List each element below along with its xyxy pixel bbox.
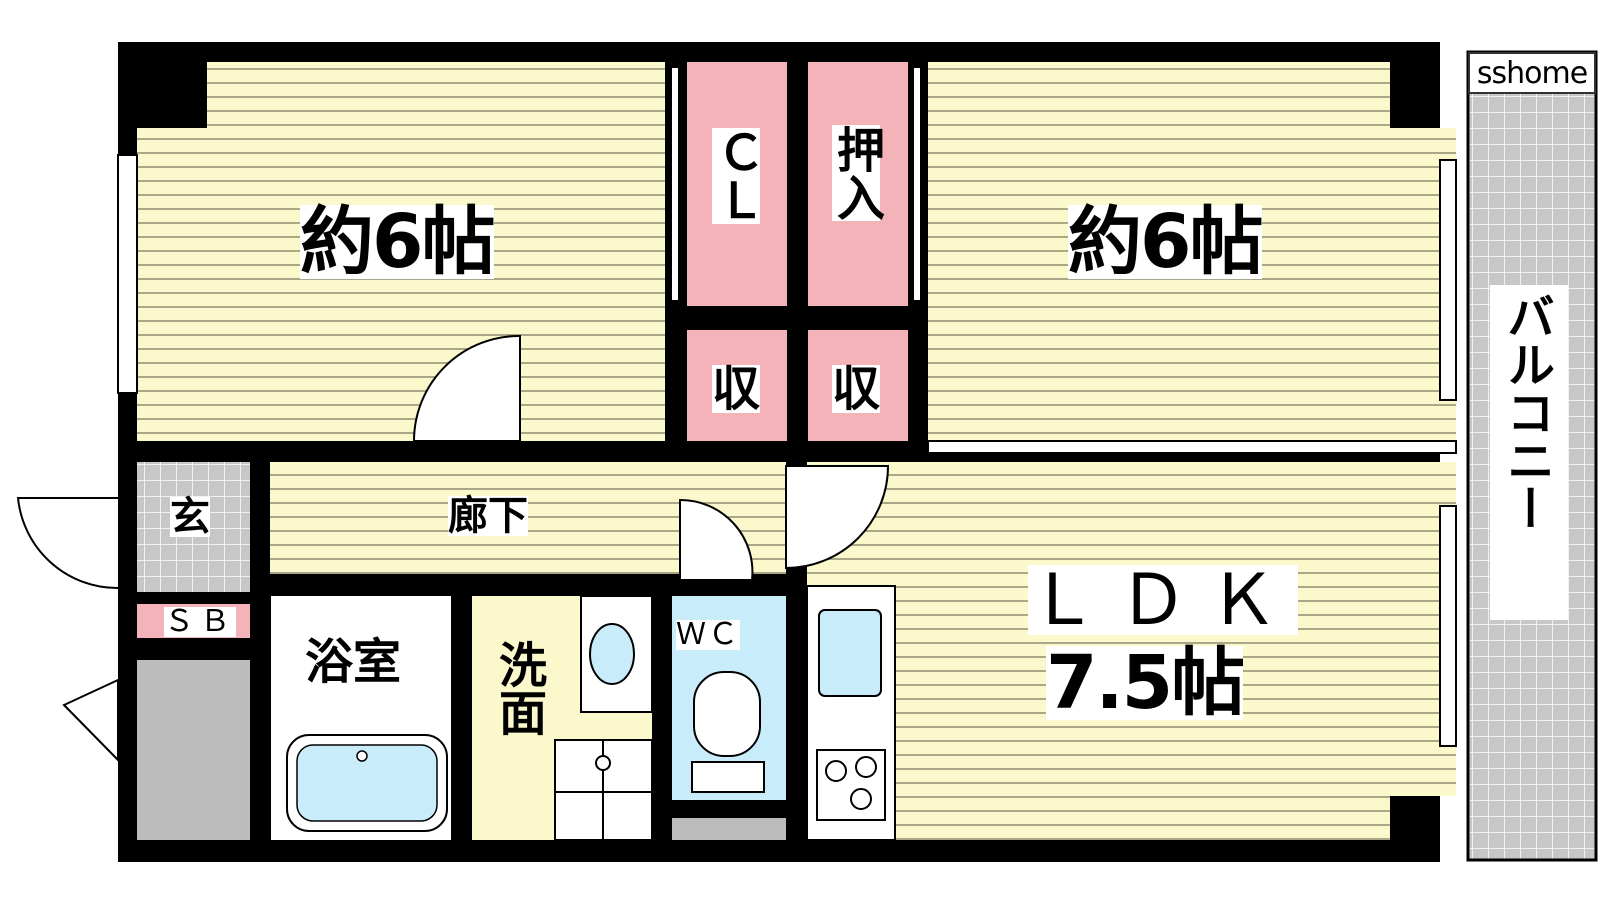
window-ldk	[1439, 505, 1457, 747]
label-shoe-box: ＳＢ	[164, 604, 236, 639]
door-western-left	[412, 334, 521, 442]
label-ldk-size: 7.5帖	[1046, 640, 1245, 726]
wc-floor-strip	[672, 818, 786, 840]
label-ldk-title: ＬＤＫ	[1028, 559, 1298, 641]
burner-3	[850, 788, 872, 810]
door-entrance	[16, 497, 119, 590]
label-wc: ＷＣ	[676, 617, 740, 652]
window-left	[117, 154, 138, 394]
door-wc	[679, 498, 754, 581]
label-storage-left: 収	[712, 361, 761, 417]
kitchen-sink	[818, 609, 882, 697]
label-entrance: 玄	[170, 494, 210, 540]
stove	[816, 749, 886, 821]
sliding-partition	[927, 440, 1457, 454]
label-closet: ＣＬ	[708, 128, 764, 224]
toilet-tank	[691, 761, 765, 793]
door-lower-left	[62, 678, 119, 763]
door-ldk	[785, 465, 890, 570]
burner-1	[825, 760, 847, 782]
window-right	[1439, 159, 1457, 401]
balcony-label-bg	[1490, 285, 1568, 620]
bath-drain	[356, 750, 368, 762]
label-storage-right: 収	[832, 361, 881, 417]
label-washroom: 洗面	[490, 640, 546, 736]
label-western-right: 約6帖	[1068, 199, 1263, 285]
label-balcony: バルコニー	[1498, 292, 1554, 532]
grey-area	[137, 660, 250, 840]
label-oshiire: 押入	[828, 125, 884, 221]
bathtub-water	[296, 744, 438, 822]
washbasin	[589, 623, 635, 685]
label-western-left: 約6帖	[300, 199, 495, 285]
washer-drain	[595, 755, 611, 771]
burner-2	[855, 756, 877, 778]
brand-logo: sshome	[1468, 52, 1596, 94]
label-bath: 浴室	[305, 634, 402, 690]
toilet-bowl	[693, 671, 761, 757]
label-corridor: 廊下	[448, 493, 528, 539]
